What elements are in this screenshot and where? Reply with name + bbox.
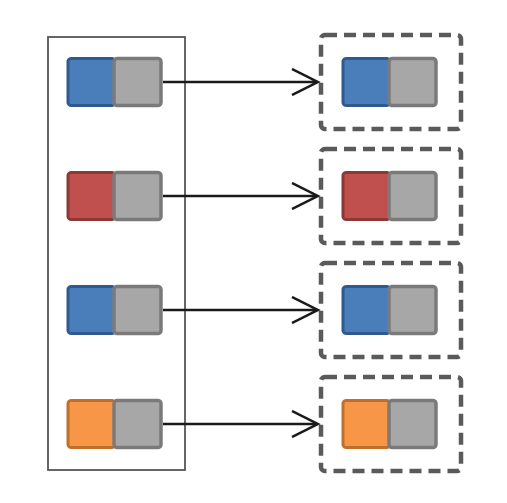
source-item-1-color-block (66, 171, 117, 221)
source-item-3-color-block (66, 399, 117, 449)
target-item-0-gray-block (387, 56, 438, 108)
arrow-1-head (291, 181, 321, 211)
arrow-0-head (291, 67, 321, 97)
target-items-layer (318, 32, 464, 474)
target-item-2-color-block (341, 285, 392, 335)
source-item-2-pair (66, 284, 163, 336)
target-item-1-pair (341, 170, 438, 222)
target-item-3-dashed-frame (318, 374, 464, 474)
arrow-0 (163, 67, 321, 97)
target-item-0-color-block (341, 57, 392, 107)
arrows-layer (163, 67, 321, 439)
arrow-3-head (291, 409, 321, 439)
target-item-1-color-block (341, 171, 392, 221)
source-item-0-color-block (66, 57, 117, 107)
target-item-0-dashed-frame (318, 32, 464, 132)
source-item-3-pair (66, 398, 163, 450)
source-item-0-gray-block (112, 56, 163, 108)
source-item-3-gray-block (112, 398, 163, 450)
target-item-2-dashed-frame (318, 260, 464, 360)
target-item-0-pair (341, 56, 438, 108)
target-item-2-gray-block (387, 284, 438, 336)
source-group-frame (47, 36, 186, 471)
source-item-2-gray-block (112, 284, 163, 336)
arrow-3 (163, 409, 321, 439)
source-item-0-pair (66, 56, 163, 108)
arrow-1 (163, 181, 321, 211)
target-item-1-dashed-frame (318, 146, 464, 246)
target-item-1-gray-block (387, 170, 438, 222)
source-item-1-pair (66, 170, 163, 222)
source-item-2-color-block (66, 285, 117, 335)
source-items-layer (66, 56, 163, 450)
target-item-3-pair (341, 398, 438, 450)
arrow-2-head (291, 295, 321, 325)
target-item-3-gray-block (387, 398, 438, 450)
arrow-2 (163, 295, 321, 325)
target-item-2-pair (341, 284, 438, 336)
target-item-3-color-block (341, 399, 392, 449)
source-item-1-gray-block (112, 170, 163, 222)
